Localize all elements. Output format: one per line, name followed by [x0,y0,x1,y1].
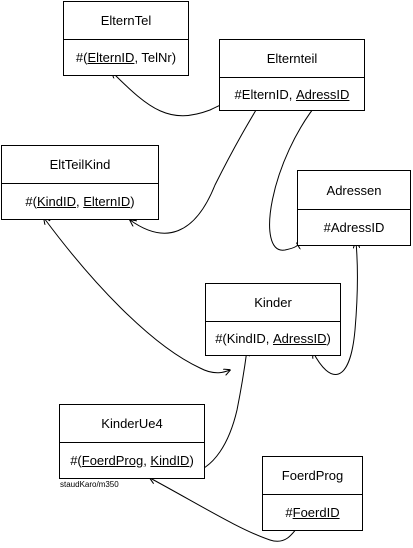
key-attribute-text: #(KindID, [215,331,273,346]
key-attribute-underlined: AdressID [295,86,350,102]
entity-keys: #(FoerdProg, KindID) [60,443,204,478]
entity-elterntel: ElternTel #(ElternID, TelNr) [63,1,189,76]
entity-title: Kinder [206,284,340,322]
entity-keys: #AdressID [298,210,410,245]
entity-eltteilkind: EltTeilKind #(KindID, ElternID) [1,145,159,220]
key-attribute-text: , [76,194,84,209]
key-attribute-text: ) [130,194,135,209]
key-attribute-text: #ElternID, [234,86,296,102]
key-attribute-text: #( [70,453,82,468]
key-attribute-underlined: ElternID [83,194,131,209]
key-attribute-text: ) [326,331,331,346]
key-attribute-underlined: KindID [36,194,77,209]
entity-title: FoerdProg [263,457,362,495]
key-attribute-underlined: ElternID [87,50,135,65]
entity-keys: #(ElternID, TelNr) [64,40,188,75]
key-attribute-underlined: FoerdID [292,505,340,520]
entity-title: EltTeilKind [2,146,158,184]
entity-title: Elternteil [220,40,364,78]
key-attribute-text: #( [75,50,88,65]
entity-keys: #(KindID, AdressID) [206,322,340,355]
key-attribute-text: , [143,453,151,468]
key-attribute-underlined: FoerdProg [81,453,144,468]
entity-adressen: Adressen #AdressID [297,170,411,246]
connector-eltteilkind-kinder [44,218,230,373]
key-attribute-text: # [285,505,293,520]
author-credit: staudKaro/m350 [60,480,119,489]
entity-kinderue4: KinderUe4 #(FoerdProg, KindID) [59,404,205,479]
entity-title: ElternTel [64,2,188,40]
entity-keys: #ElternID, AdressID [220,78,364,110]
key-attribute-text: ) [189,453,194,468]
entity-kinder: Kinder #(KindID, AdressID) [205,283,341,356]
key-attribute-text: , TelNr) [134,50,177,65]
key-attribute-underlined: KindID [150,453,190,468]
entity-title: KinderUe4 [60,405,204,443]
entity-keys: #FoerdID [263,495,362,530]
entity-title: Adressen [298,171,410,210]
entity-keys: #(KindID, ElternID) [2,184,158,219]
key-attribute-text: #( [25,194,37,209]
key-attribute-underlined: AdressID [273,331,327,346]
key-attribute-text: #AdressID [323,220,385,235]
entity-elternteil: Elternteil #ElternID, AdressID [219,39,365,111]
entity-foerdprog: FoerdProg #FoerdID [262,456,363,531]
